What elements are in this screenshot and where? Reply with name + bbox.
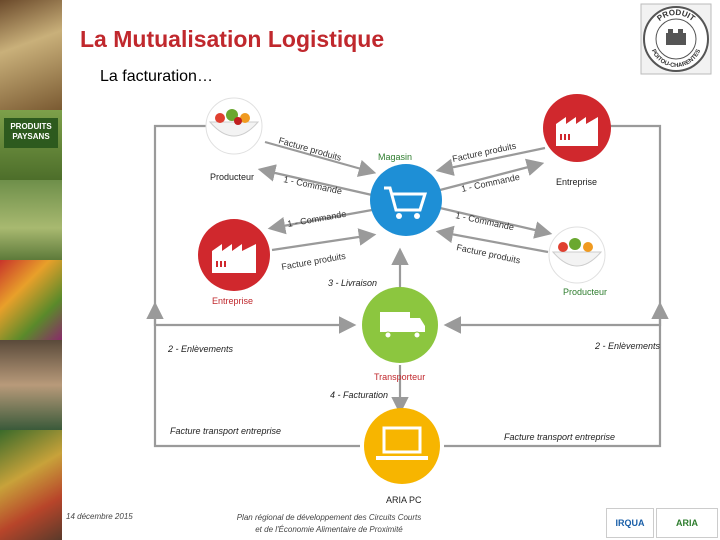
photo-collage: PRODUITS PAYSANS (0, 0, 62, 540)
shopping-cart-icon (384, 186, 428, 212)
label-transporteur: Transporteur (374, 372, 426, 382)
label-producteur-left: Producteur (210, 172, 255, 182)
label-facturation: 4 - Facturation (330, 390, 389, 400)
footer-plan-line2: et de l'Économie Alimentaire de Proximit… (255, 525, 403, 534)
arrow-enlevements-left (153, 124, 357, 334)
factory-icon (556, 117, 598, 146)
arrow-commande-magasin-producteur (257, 164, 373, 197)
svg-text:PRODUIT: PRODUIT (655, 8, 697, 23)
label-aria-pc: ARIA PC (386, 495, 422, 505)
laptop-icon (382, 426, 422, 454)
page-title: La Mutualisation Logistique (80, 26, 385, 52)
label-commande-top-right: 1 - Commande (460, 172, 520, 194)
market-people-photo (0, 340, 62, 430)
arrow-facture-entreprise-magasin (435, 146, 546, 176)
label-commande-top-left: 1 - Commande (283, 174, 343, 196)
arrow-commande-magasin-entreprise (439, 158, 545, 192)
producteur-right-node (548, 226, 606, 284)
vegetables-photo (0, 260, 62, 340)
produce-photo (0, 430, 62, 540)
label-facture-transport-left: Facture transport entreprise (170, 426, 282, 436)
iroqua-logo: IRQUA (606, 508, 654, 538)
label-commande-mid-left: 1 - Commande (287, 209, 347, 229)
page-subtitle: La facturation… (100, 68, 213, 85)
aria-pc-node (364, 408, 440, 484)
arrow-commande-magasin-entreprise-left (267, 208, 373, 235)
truck-icon (380, 312, 410, 332)
market-sign-photo: PRODUITS PAYSANS (0, 110, 62, 180)
label-enlevements-left: 2 - Enlèvements (168, 344, 234, 354)
label-producteur-right: Producteur (563, 287, 608, 297)
logo-top-text: PRODUIT (655, 8, 697, 23)
producteur-left-node (205, 97, 263, 155)
cheese-photo (0, 0, 62, 110)
footer-plan-line1: Plan régional de développement des Circu… (236, 513, 422, 522)
produit-poitou-charentes-logo: PRODUIT POITOU-CHARENTES (640, 3, 712, 75)
label-facture-transport-right: Facture transport entreprise (504, 432, 616, 442)
arrow-facture-transport-right (444, 301, 669, 448)
arrow-facture-transport-left (146, 301, 360, 448)
label-commande-mid-right: 1 - Commande (455, 210, 515, 232)
aria-logo: ARIA (656, 508, 718, 538)
entreprise-right-node (543, 94, 611, 162)
market-sign: PRODUITS PAYSANS (4, 118, 58, 148)
farm-photo (0, 180, 62, 260)
factory-icon (212, 244, 256, 273)
label-livraison: 3 - Livraison (328, 278, 378, 288)
label-magasin: Magasin (378, 152, 413, 162)
label-entreprise-right: Entreprise (556, 177, 598, 187)
label-facture-produits-mid-left: Facture produits (281, 251, 347, 272)
label-enlevements-right: 2 - Enlèvements (595, 341, 661, 351)
footer-plan: Plan régional de développement des Circu… (222, 512, 436, 536)
label-entreprise-left: Entreprise (212, 296, 254, 306)
arrow-facture-entreprise-left-magasin (271, 228, 377, 252)
arrow-facture-producteur-magasin (264, 140, 377, 177)
arrow-facture-producteur-right-magasin (435, 225, 549, 254)
transporteur-node (362, 287, 438, 363)
footer-date: 14 décembre 2015 (66, 512, 133, 521)
magasin-node (370, 164, 442, 236)
entreprise-left-node (198, 219, 270, 291)
arrow-enlevements-right (443, 124, 662, 334)
arrow-commande-magasin-producteur-right (439, 206, 553, 239)
